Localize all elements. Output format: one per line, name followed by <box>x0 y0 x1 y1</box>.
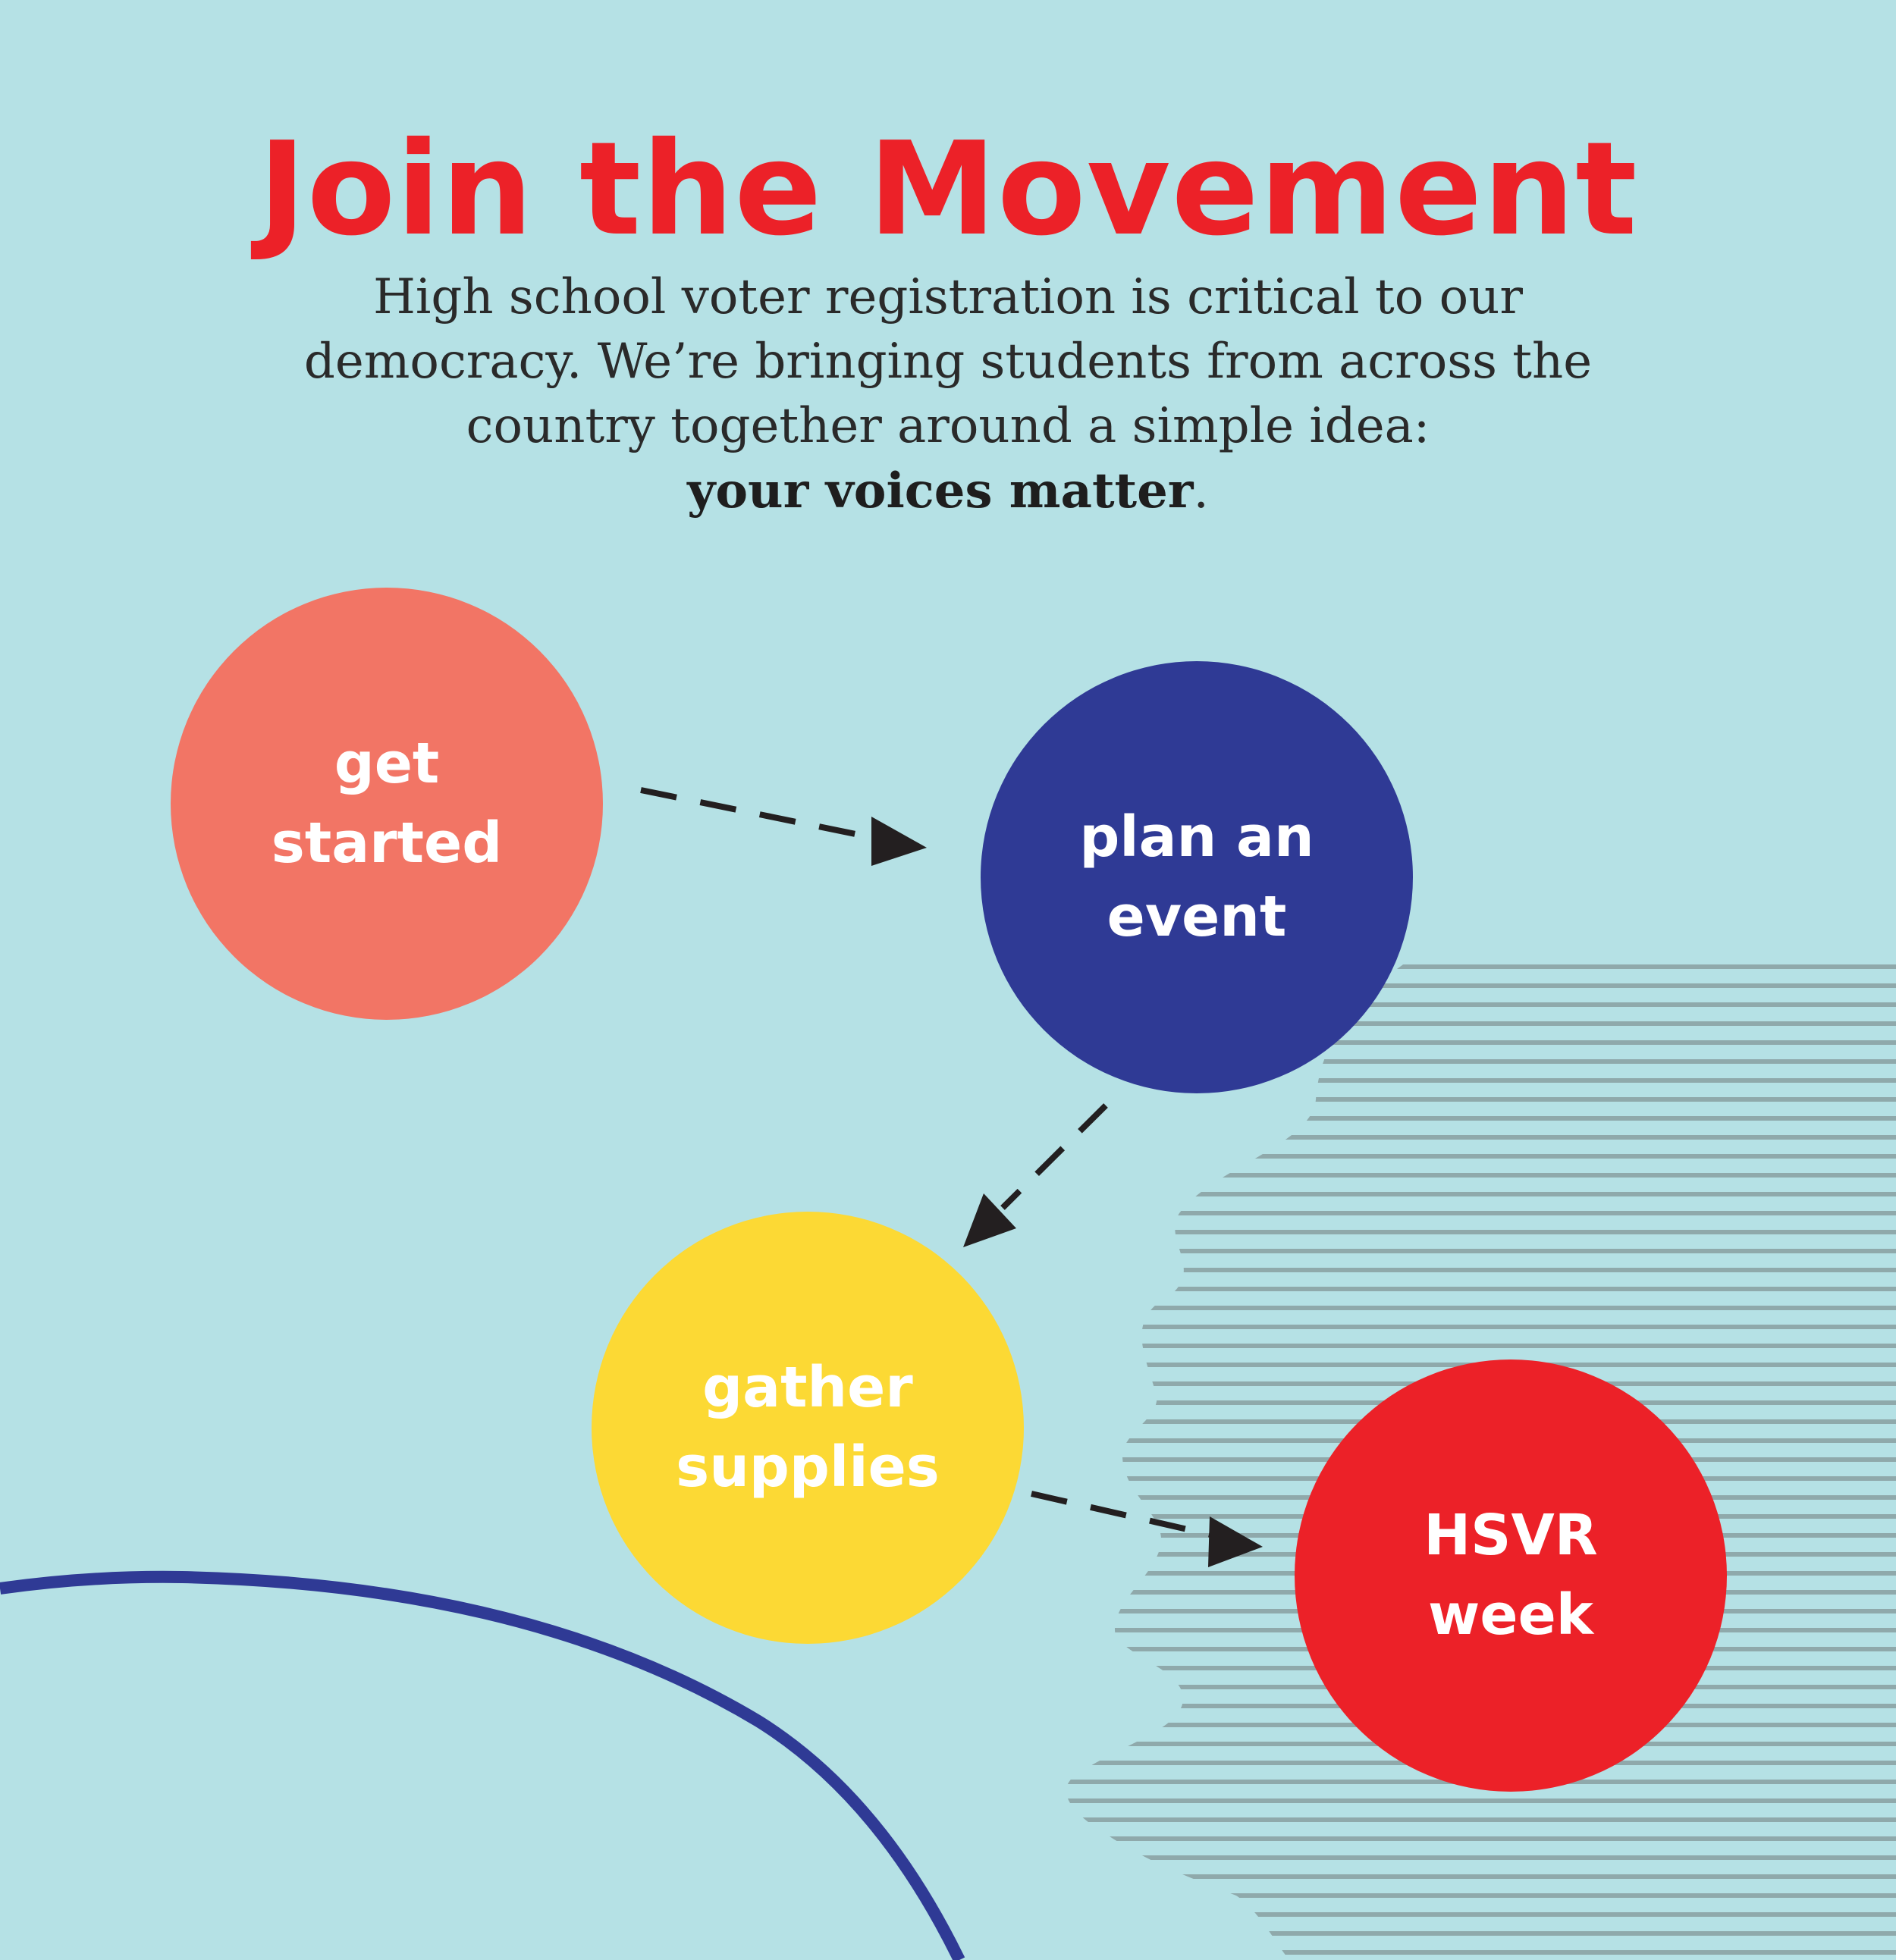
stripe <box>1066 1836 1896 1841</box>
arrow-head-3 <box>1208 1516 1263 1567</box>
stripe <box>1066 1363 1896 1367</box>
stripe <box>1066 1154 1896 1159</box>
stripe <box>1066 1325 1896 1329</box>
stripe <box>1066 1078 1896 1083</box>
stripe <box>1066 1344 1896 1348</box>
arrow-line-2 <box>1000 1103 1108 1210</box>
stripe <box>1066 1230 1896 1234</box>
stripe <box>1066 1135 1896 1140</box>
stripe <box>1066 1950 1896 1955</box>
page-title: Join the Movement <box>258 114 1638 265</box>
bottom-blue-arc <box>0 1570 965 1960</box>
stripe <box>1066 1912 1896 1917</box>
step-label: plan an event <box>1079 804 1314 949</box>
arrow-line-3 <box>1031 1491 1218 1539</box>
stripe <box>1066 1192 1896 1196</box>
stripe <box>1066 1059 1896 1064</box>
stripe <box>1066 1817 1896 1822</box>
stripe <box>1066 1306 1896 1310</box>
stripe <box>1066 1249 1896 1253</box>
intro-paragraph: High school voter registration is critic… <box>265 265 1631 524</box>
stripe <box>1066 1798 1896 1803</box>
stripe <box>1066 1097 1896 1102</box>
stripe <box>1066 1893 1896 1898</box>
step-hsvr-week: HSVR week <box>1295 1359 1727 1792</box>
stripe <box>1066 964 1896 969</box>
stripe <box>1066 1268 1896 1272</box>
stripe <box>1066 1855 1896 1860</box>
step-plan-an-event: plan an event <box>981 661 1413 1093</box>
stripe <box>1066 1040 1896 1045</box>
stripe <box>1066 1021 1896 1026</box>
step-label: gather supplies <box>676 1355 940 1500</box>
intro-text: High school voter registration is critic… <box>303 269 1593 454</box>
arrow-line-1 <box>640 787 882 842</box>
stripe <box>1066 1874 1896 1879</box>
stripe <box>1066 983 1896 988</box>
intro-end: . <box>1193 463 1209 519</box>
stripe <box>1066 1211 1896 1215</box>
step-label: HSVR week <box>1424 1503 1598 1648</box>
arrow-head-2 <box>963 1193 1016 1247</box>
stripe <box>1066 1116 1896 1121</box>
step-label: get started <box>271 731 503 876</box>
step-get-started: get started <box>171 588 603 1020</box>
stripe <box>1066 1287 1896 1291</box>
arrow-head-1 <box>871 817 927 866</box>
stripe <box>1066 1931 1896 1936</box>
intro-emphasis: your voices matter <box>687 463 1194 519</box>
stripe <box>1066 1002 1896 1007</box>
step-gather-supplies: gather supplies <box>592 1212 1024 1644</box>
stripe <box>1066 1173 1896 1178</box>
